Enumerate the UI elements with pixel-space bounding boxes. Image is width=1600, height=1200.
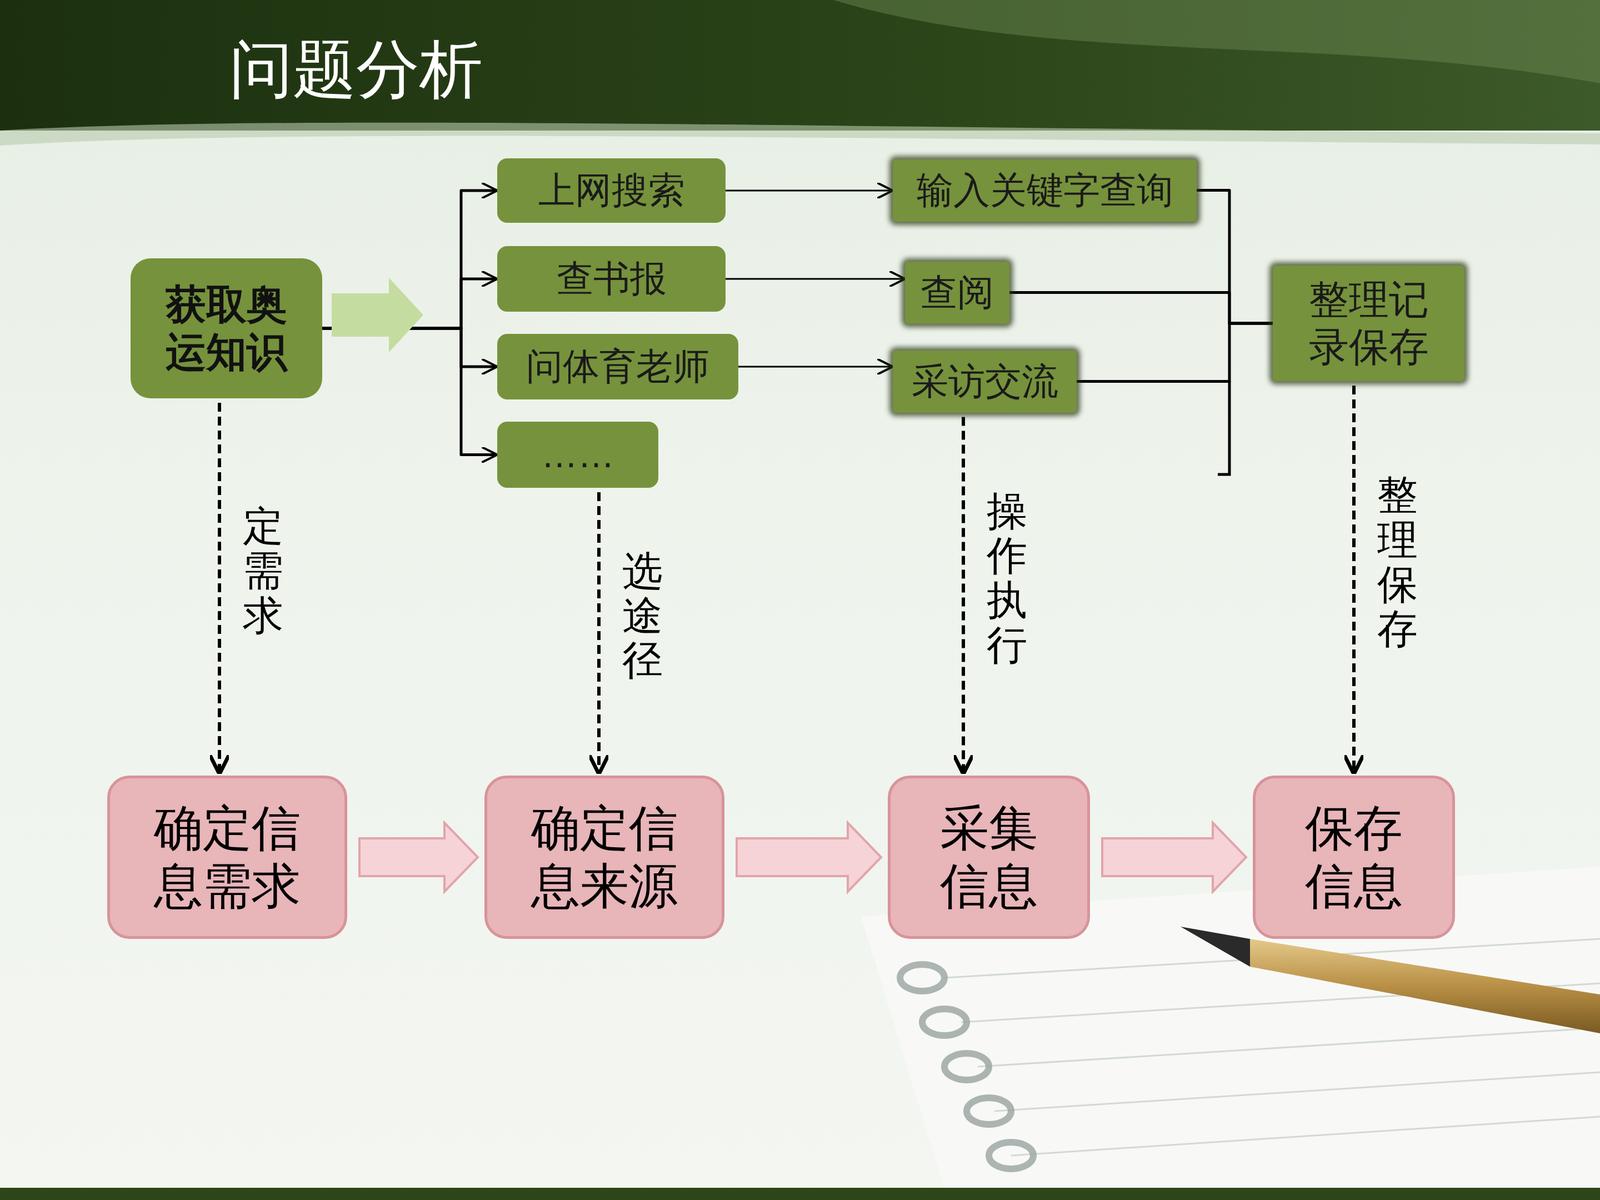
node-text: 确定信息来源 [528,799,681,915]
bracket-connector [322,328,498,455]
step-box: 确定信息来源 [484,775,725,939]
node-text: 查阅 [920,271,994,315]
edge-label: 定需求 [242,503,284,638]
spiral-rings [900,964,1034,1169]
dashed-arrow [1352,385,1356,773]
notebook-lines [944,938,1600,1156]
header-band [0,0,1600,131]
dashed-arrow [217,402,222,773]
node-text: …… [541,433,615,477]
process-box: 问体育老师 [497,333,739,400]
node-text: 采集信息 [937,799,1041,915]
edge-label: 操作执行 [986,488,1028,668]
edge-label: 整理保存 [1377,472,1418,652]
node-text: 整理记录保存 [1306,276,1431,371]
block-arrow-connector [736,822,882,892]
pen [1180,926,1600,1034]
page-edge [0,122,1600,146]
node-text: 获取奥运知识 [163,280,289,377]
step-box: 采集信息 [887,775,1090,939]
process-box: 获取奥运知识 [130,258,323,399]
process-box: …… [497,421,659,488]
step-box: 确定信息需求 [107,775,348,939]
node-text: 采访交流 [911,360,1059,404]
dashed-arrow [597,492,601,773]
dashed-arrow [961,417,965,773]
node-text: 确定信息需求 [151,799,304,915]
arrow-connector [725,190,893,192]
node-text: 输入关键字查询 [916,168,1174,213]
process-box: 上网搜索 [497,158,726,223]
header-swoosh [833,0,1600,84]
process-box: 采访交流 [892,350,1077,413]
step-box: 保存信息 [1252,775,1455,939]
block-arrow [331,277,424,353]
edge-label: 选途径 [622,548,663,683]
process-box: 输入关键字查询 [892,159,1197,222]
node-text: 问体育老师 [526,345,710,389]
bracket-connector [1196,190,1273,324]
footer-band [0,1187,1600,1200]
block-arrow-connector [1102,822,1247,892]
bracket-connector [1076,323,1273,382]
process-box: 整理记录保存 [1272,265,1465,382]
slide-title: 问题分析 [229,34,483,104]
process-box: 查阅 [905,261,1010,324]
arrow-connector [725,278,905,280]
block-arrow-connector [359,822,478,892]
arrow-connector [738,366,893,368]
node-text: 保存信息 [1302,799,1406,915]
bracket [1217,381,1230,475]
node-text: 查书报 [556,257,667,301]
process-box: 查书报 [497,246,726,312]
bracket-connector [1009,292,1273,324]
node-text: 上网搜索 [538,168,685,213]
